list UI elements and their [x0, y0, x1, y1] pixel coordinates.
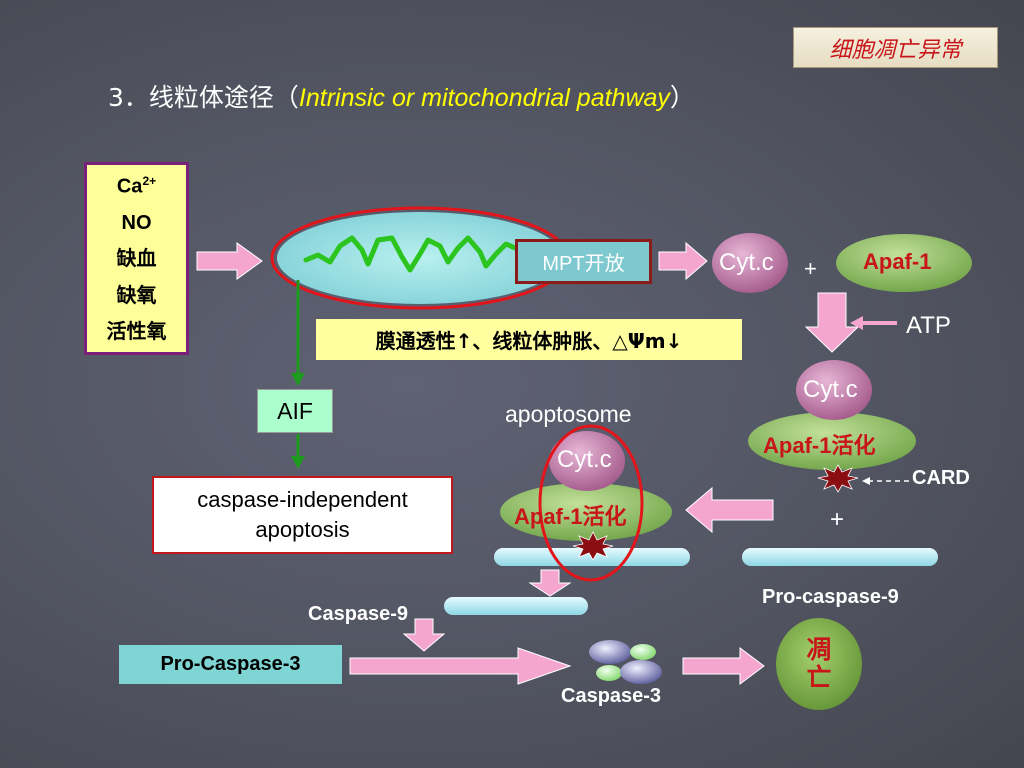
- atp-arrow-head: [850, 316, 863, 330]
- arrow-aif-to-cind-head: [291, 456, 305, 469]
- caspase3-subunit: [630, 644, 656, 660]
- cause-ros: 活性氧: [106, 320, 167, 343]
- membrane-change-box: 膜通透性↑、线粒体肿胀、△Ψm↓: [316, 319, 742, 360]
- cause-hypoxia: 缺氧: [116, 284, 157, 307]
- aif-box: AIF: [257, 389, 333, 433]
- caspase3-subunit: [596, 665, 622, 681]
- cytc-label-right: Cyt.c: [803, 376, 858, 403]
- pro-caspase3-box: Pro-Caspase-3: [119, 645, 342, 684]
- cause-ischemia: 缺血: [116, 248, 157, 271]
- mpt-box: MPT开放: [515, 239, 652, 284]
- caspase-independent-line2: apoptosis: [255, 517, 350, 542]
- pro-caspase9-label: Pro-caspase-9: [762, 586, 899, 608]
- card-label: CARD: [912, 467, 970, 489]
- cytc-label-top: Cyt.c: [719, 249, 774, 276]
- section-tag: 细胞凋亡异常: [793, 27, 998, 68]
- caspase3-subunit: [589, 640, 631, 664]
- cause-no: NO: [121, 212, 152, 235]
- caspase9-bar: [444, 597, 588, 615]
- card-star-right: [817, 464, 859, 493]
- title-suffix: ）: [669, 83, 695, 112]
- card-star-left: [572, 531, 614, 561]
- apoptosis-label: 凋 亡: [799, 636, 839, 692]
- apoptosis-char-2: 亡: [806, 664, 832, 692]
- cytc-ball-right: [796, 360, 872, 420]
- caspase9-label: Caspase-9: [308, 603, 409, 625]
- caspase3-label: Caspase-3: [561, 685, 662, 707]
- slide-title: 3．线粒体途径（Intrinsic or mitochondrial pathw…: [108, 78, 695, 114]
- cytc-ball-top: [712, 233, 788, 293]
- apaf1-active-ellipse-right: [748, 412, 916, 470]
- mitochondrial-crista: [303, 235, 551, 273]
- arrow-down-to-complex: [804, 292, 860, 353]
- arrow-to-caspase9: [528, 569, 572, 597]
- apoptosis-circle: [776, 618, 862, 710]
- arrow-caspase9-down: [402, 618, 446, 652]
- apaf1-ellipse: [836, 234, 972, 292]
- arrow-to-apoptosome: [685, 486, 774, 534]
- apoptosome-highlight-circle: [538, 424, 644, 582]
- plus-sign-bottom: +: [830, 506, 845, 533]
- plus-sign-top: +: [804, 256, 817, 281]
- cytc-label-left: Cyt.c: [557, 446, 612, 473]
- title-prefix: 3．线粒体途径（: [108, 83, 299, 112]
- apaf1-active-label-right: Apaf-1活化: [763, 433, 876, 458]
- cause-calcium: Ca2+: [117, 175, 156, 197]
- caspase-independent-line1: caspase-independent: [197, 487, 408, 513]
- apaf1-active-label-left: Apaf-1活化: [514, 504, 627, 529]
- causes-box: Ca2+ NO 缺血 缺氧 活性氧: [84, 162, 189, 355]
- apaf1-label: Apaf-1: [863, 249, 932, 274]
- arrow-mpt-to-cytc: [658, 241, 708, 281]
- cytc-ball-left: [549, 431, 625, 491]
- arrow-caspase3-to-death: [682, 647, 765, 685]
- arrow-mito-to-aif-head: [291, 373, 305, 386]
- card-pointer-head: [862, 477, 870, 485]
- caspase3-subunit: [620, 660, 662, 684]
- calcium-charge: 2+: [142, 174, 157, 189]
- title-english: Intrinsic or mitochondrial pathway: [298, 84, 670, 112]
- atp-label: ATP: [906, 312, 951, 339]
- caspase-independent-box: caspase-independent apoptosis: [152, 476, 453, 554]
- apoptosis-char-1: 凋: [806, 636, 832, 664]
- apoptosome-label: apoptosome: [505, 401, 632, 427]
- pro-caspase9-bar: [742, 548, 938, 566]
- arrow-procaspase3-to-caspase3: [349, 647, 572, 685]
- calcium-label: Ca: [116, 175, 143, 198]
- arrow-causes-to-mito: [196, 242, 263, 280]
